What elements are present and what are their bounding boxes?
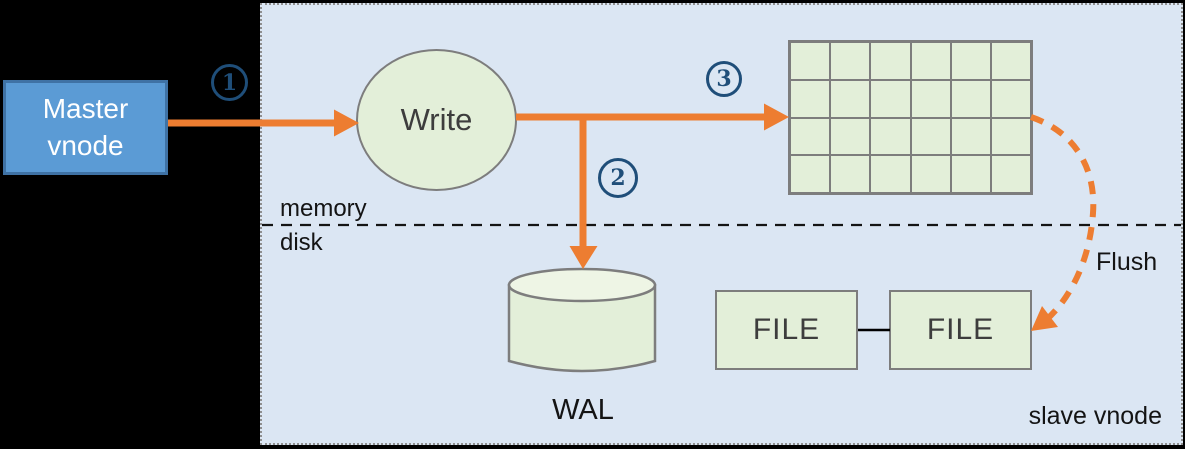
- memory-label: memory: [280, 195, 367, 222]
- step-3-number: 3: [716, 66, 732, 92]
- wal-cylinder: [507, 267, 657, 373]
- step-2-number: 2: [610, 165, 626, 191]
- memtable-cell: [950, 155, 991, 193]
- memtable-cell: [910, 117, 951, 156]
- flush-label: Flush: [1096, 248, 1158, 276]
- slave-vnode-label: slave vnode: [1028, 402, 1162, 430]
- memtable-cell: [910, 79, 951, 118]
- master-vnode-label-line1: Master: [42, 93, 129, 125]
- memtable-cell: [870, 42, 911, 80]
- file-box-1-label: FILE: [752, 313, 821, 346]
- memtable-cell: [910, 155, 951, 193]
- step-2-badge: 2: [598, 158, 638, 198]
- write-node: Write: [356, 49, 517, 191]
- memtable-cell: [790, 79, 831, 118]
- file-box-2: FILE: [889, 290, 1032, 370]
- memtable-cell: [870, 79, 911, 118]
- memtable-cell: [990, 79, 1031, 118]
- memtable-cell: [990, 42, 1031, 80]
- memtable-cell: [870, 155, 911, 193]
- write-node-label: Write: [400, 102, 473, 137]
- disk-label: disk: [280, 229, 323, 256]
- memtable-cell: [790, 117, 831, 156]
- wal-label: WAL: [552, 394, 614, 426]
- memtable-grid: [788, 40, 1033, 195]
- memtable-cell: [830, 155, 871, 193]
- memtable-cell: [790, 155, 831, 193]
- memtable-cell: [830, 79, 871, 118]
- memtable-cell: [790, 42, 831, 80]
- memtable-cell: [830, 42, 871, 80]
- memtable-cell: [950, 42, 991, 80]
- master-vnode-label-line2: vnode: [47, 129, 124, 161]
- memtable-cell: [950, 117, 991, 156]
- file-box-1: FILE: [715, 290, 858, 370]
- memtable-cell: [910, 42, 951, 80]
- master-vnode-box: Master vnode: [3, 80, 168, 175]
- file-box-2-label: FILE: [926, 313, 995, 346]
- step-1-number: 1: [221, 69, 238, 96]
- wal-cylinder-body: [507, 283, 657, 373]
- memtable-cell: [950, 79, 991, 118]
- memtable-cell: [870, 117, 911, 156]
- step-3-badge: 3: [706, 61, 742, 97]
- wal-cylinder-top: [507, 267, 657, 303]
- step-1-badge: 1: [211, 64, 248, 101]
- memtable-cell: [990, 155, 1031, 193]
- memtable-cell: [990, 117, 1031, 156]
- memtable-cell: [830, 117, 871, 156]
